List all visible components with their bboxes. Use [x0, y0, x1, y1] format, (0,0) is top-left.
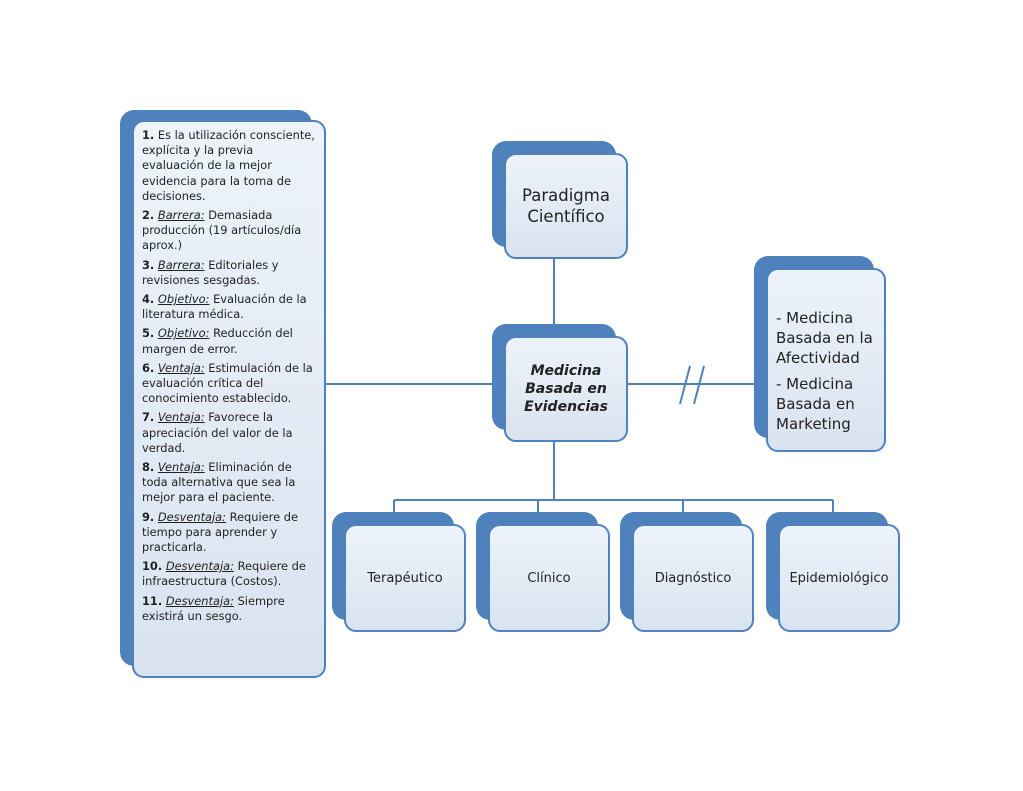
diagnostico-box: Diagnóstico	[620, 512, 754, 632]
list-item-number: 11.	[142, 593, 163, 608]
list-item-text: Reducción del margen de error.	[142, 326, 293, 356]
break-mark-1	[679, 365, 691, 405]
alternatives-box: - Medicina Basada en la Afectividad - Me…	[754, 256, 886, 452]
list-item-text: Evaluación de la literatura médica.	[142, 292, 307, 322]
break-mark-2	[693, 365, 705, 405]
list-item-text: Demasiada producción (19 artículos/día a…	[142, 208, 302, 253]
list-item-text: Requiere de infraestructura (Costos).	[142, 559, 306, 589]
list-item-keyword: Barrera:	[157, 257, 205, 272]
list-item-keyword: Ventaja:	[157, 410, 205, 425]
list-item-keyword: Objetivo:	[157, 292, 210, 307]
terapeutico-box: Terapéutico	[332, 512, 466, 632]
list-item-number: 4.	[142, 292, 155, 307]
list-item-number: 6.	[142, 360, 155, 375]
list-item-number: 9.	[142, 509, 155, 524]
terapeutico-label: Terapéutico	[344, 524, 466, 632]
list-item-keyword: Barrera:	[157, 208, 205, 223]
list-item: 4. Objetivo: Evaluación de la literatura…	[142, 292, 318, 322]
definition-list-box: 1. Es la utilización consciente, explíci…	[120, 110, 326, 678]
list-item-number: 2.	[142, 208, 155, 223]
list-item-keyword: Objetivo:	[157, 326, 210, 341]
paradigma-box: Paradigma Científico	[492, 141, 628, 259]
list-item-number: 8.	[142, 460, 155, 475]
list-item-text: Eliminación de toda alternativa que sea …	[142, 460, 296, 505]
list-item: 7. Ventaja: Favorece la apreciación del …	[142, 410, 318, 456]
list-item: 6. Ventaja: Estimulación de la evaluació…	[142, 361, 318, 407]
diagnostico-label: Diagnóstico	[632, 524, 754, 632]
list-item-keyword: Ventaja:	[157, 460, 205, 475]
list-item-text: Requiere de tiempo para aprender y pract…	[142, 509, 298, 555]
list-item: 8. Ventaja: Eliminación de toda alternat…	[142, 460, 318, 506]
list-item-keyword: Desventaja:	[165, 593, 234, 608]
epidemiologico-label: Epidemiológico	[778, 524, 900, 632]
list-item-keyword: Desventaja:	[157, 509, 227, 524]
list-item-text: Siempre existirá un sesgo.	[142, 593, 285, 623]
list-item: 1. Es la utilización consciente, explíci…	[142, 128, 318, 204]
list-item-text: Favorece la apreciación del valor de la …	[142, 410, 293, 455]
list-item: 5. Objetivo: Reducción del margen de err…	[142, 326, 318, 356]
list-item-keyword: Desventaja:	[165, 559, 234, 574]
paradigma-label: Paradigma Científico	[504, 153, 628, 259]
central-label: Medicina Basada en Evidencias	[504, 336, 628, 442]
central-box: Medicina Basada en Evidencias	[492, 324, 628, 442]
alternative-marketing: - Medicina Basada en Marketing	[776, 375, 855, 433]
list-item: 2. Barrera: Demasiada producción (19 art…	[142, 208, 318, 254]
alternative-afectividad: - Medicina Basada en la Afectividad	[776, 309, 873, 367]
list-item-keyword: Ventaja:	[157, 360, 205, 375]
list-item-number: 3.	[142, 257, 155, 272]
list-item: 11. Desventaja: Siempre existirá un sesg…	[142, 594, 318, 624]
list-item-number: 10.	[142, 559, 163, 574]
list-item-number: 7.	[142, 410, 155, 425]
list-item: 3. Barrera: Editoriales y revisiones ses…	[142, 258, 318, 288]
list-item-text: Editoriales y revisiones sesgadas.	[142, 257, 279, 287]
clinico-box: Clínico	[476, 512, 610, 632]
list-item: 10. Desventaja: Requiere de infraestruct…	[142, 559, 318, 589]
list-item: 9. Desventaja: Requiere de tiempo para a…	[142, 510, 318, 556]
definition-list: 1. Es la utilización consciente, explíci…	[132, 120, 326, 678]
list-item-number: 5.	[142, 326, 155, 341]
list-item-text: Estimulación de la evaluación crítica de…	[142, 360, 313, 406]
list-item-number: 1.	[142, 128, 155, 142]
list-item-text: Es la utilización consciente, explícita …	[142, 128, 315, 203]
clinico-label: Clínico	[488, 524, 610, 632]
epidemiologico-box: Epidemiológico	[766, 512, 900, 632]
